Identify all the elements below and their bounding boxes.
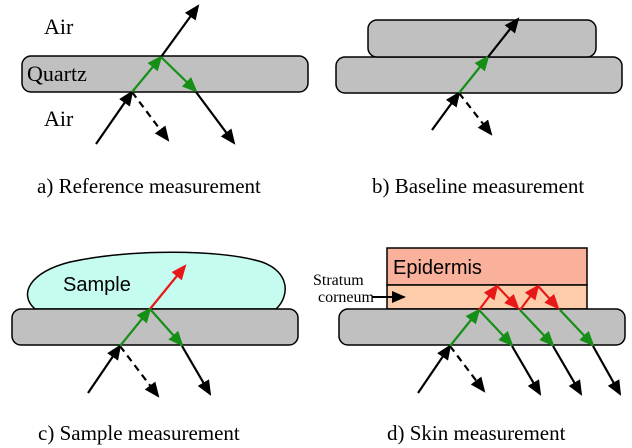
quartz-slab [11,308,299,346]
exit-ray [181,345,212,396]
panel-a: Air Quartz Air a) Reference measurement [21,4,309,198]
refracted-ray-green [119,307,152,347]
quartz-slab [21,55,309,93]
incident-ray [431,91,461,131]
stratum-label-line2: corneum [318,289,375,306]
caption-a: a) Reference measurement [37,174,261,198]
incident-ray [87,344,122,394]
green-ray-1 [449,308,481,347]
internal-reflection-green [149,308,184,347]
reflected-ray-dashed [131,91,170,142]
epidermis-label: Epidermis [393,257,482,279]
panel-c: Sample c) Sample measurement [11,251,299,445]
red-ray-2 [496,285,520,310]
air-bottom-label: Air [44,106,74,131]
stratum-label-line1: Stratum [313,272,364,289]
transmitted-ray [160,4,200,58]
internal-reflection-green [160,56,198,93]
incident-ray [95,90,134,145]
exit-ray-3 [592,345,622,396]
green-ray-5 [559,309,595,347]
red-ray-4 [537,285,560,310]
reflected-ray-dashed [458,92,493,136]
red-ray-1 [478,284,499,311]
sample-label: Sample [63,274,131,296]
sample-ray-red [149,264,187,310]
sample-droplet [26,251,286,310]
reflected-ray-dashed [119,345,160,398]
quartz-slab-bottom [335,56,623,94]
refracted-ray-green [458,55,490,94]
caption-c: c) Sample measurement [38,421,240,445]
incident-ray [417,344,452,394]
air-top-label: Air [44,14,74,39]
green-ray-4 [519,309,555,347]
exit-ray-2 [552,345,583,396]
quartz-label: Quartz [27,61,87,86]
transmitted-ray [487,17,520,58]
quartz-slab-top [367,19,597,58]
caption-b: b) Baseline measurement [372,174,584,198]
exit-ray [195,91,236,145]
caption-d: d) Skin measurement [387,421,566,445]
refracted-ray-green [131,55,163,93]
reflected-ray-dashed [449,345,486,393]
panel-d: Epidermis Stratum corneum d) Skin measur… [313,247,626,445]
panel-b: b) Baseline measurement [335,17,623,198]
green-ray-2 [478,309,514,347]
red-ray-3 [519,284,540,311]
exit-ray-1 [511,345,542,396]
epidermis-layer [386,247,588,286]
